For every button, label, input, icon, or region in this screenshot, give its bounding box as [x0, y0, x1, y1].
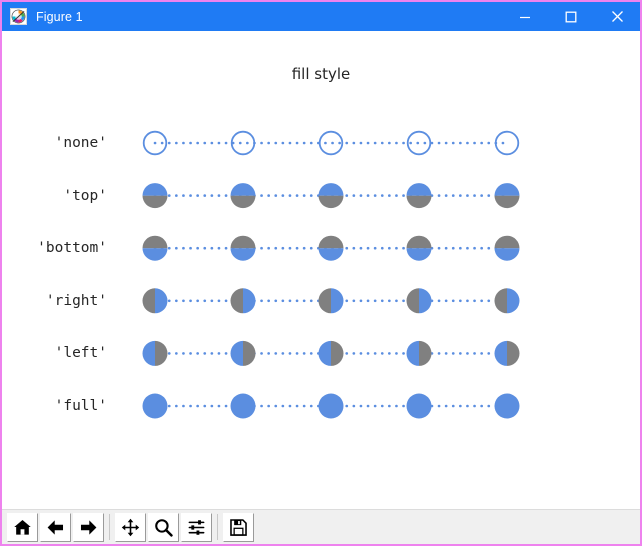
marker-none: [142, 130, 168, 156]
marker-none: [230, 130, 256, 156]
window-controls: [502, 2, 640, 31]
minimize-button[interactable]: [502, 2, 548, 31]
marker-full: [494, 393, 520, 419]
marker-full: [406, 393, 432, 419]
marker-bottom: [142, 235, 168, 261]
toolbar-separator: [217, 514, 218, 540]
marker-left: [406, 340, 432, 366]
y-tick-label-full: 'full': [54, 398, 107, 414]
marker-top: [494, 183, 520, 209]
marker-left: [230, 340, 256, 366]
marker-right: [230, 288, 256, 314]
marker-full: [318, 393, 344, 419]
marker-left: [142, 340, 168, 366]
y-tick-label-bottom: 'bottom': [37, 240, 107, 257]
marker-bottom: [494, 235, 520, 261]
plot-area: [142, 130, 520, 419]
marker-top: [406, 183, 432, 209]
chart-title: fill style: [291, 65, 351, 83]
y-tick-label-none: 'none': [54, 135, 107, 151]
marker-none: [318, 130, 344, 156]
marker-none: [494, 130, 520, 156]
toolbar-separator: [109, 514, 110, 540]
maximize-button[interactable]: [548, 2, 594, 31]
marker-right: [318, 288, 344, 314]
marker-full: [142, 393, 168, 419]
marker-right: [142, 288, 168, 314]
marker-full: [230, 393, 256, 419]
forward-button[interactable]: [73, 512, 104, 542]
marker-top: [318, 183, 344, 209]
zoom-button[interactable]: [148, 512, 179, 542]
y-tick-label-left: 'left': [54, 345, 107, 362]
pan-button[interactable]: [115, 512, 146, 542]
marker-left: [494, 340, 520, 366]
window-title: Figure 1: [36, 9, 83, 24]
matplotlib-logo-icon: [10, 8, 27, 25]
save-button[interactable]: [223, 512, 254, 542]
marker-right: [406, 288, 432, 314]
marker-top: [142, 183, 168, 209]
navigation-toolbar: [2, 509, 640, 544]
marker-bottom: [318, 235, 344, 261]
marker-right: [494, 288, 520, 314]
subplots-button[interactable]: [181, 512, 212, 542]
marker-bottom: [230, 235, 256, 261]
close-button[interactable]: [594, 2, 640, 31]
home-button[interactable]: [7, 512, 38, 542]
marker-none: [406, 130, 432, 156]
marker-bottom: [406, 235, 432, 261]
window-titlebar[interactable]: Figure 1: [2, 2, 640, 31]
figure-canvas[interactable]: fill style 'none' 'top' 'bottom' 'right' 'le…: [2, 31, 640, 509]
y-tick-label-top: 'top': [63, 187, 107, 204]
marker-left: [318, 340, 344, 366]
y-tick-label-right: 'right': [45, 292, 107, 309]
marker-top: [230, 183, 256, 209]
back-button[interactable]: [40, 512, 71, 542]
